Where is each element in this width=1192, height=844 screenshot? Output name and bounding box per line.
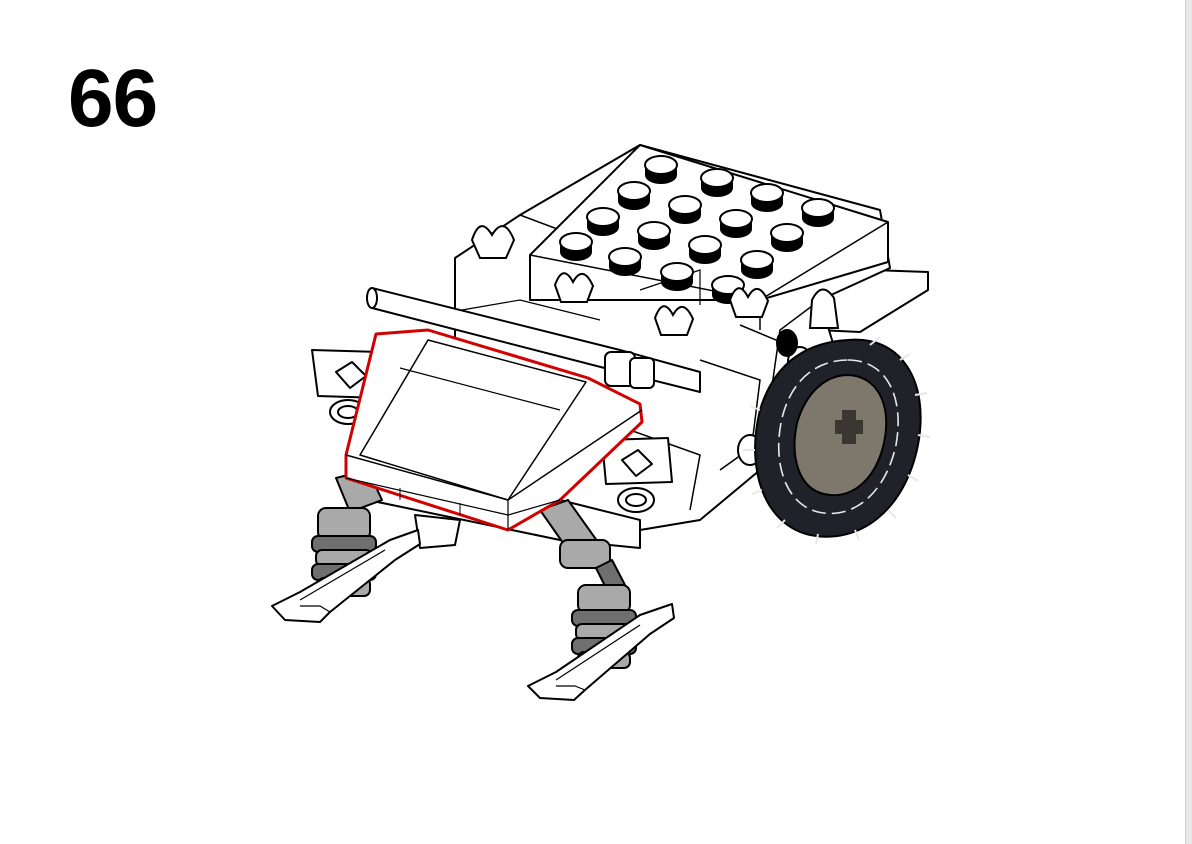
clip-pieces [470,225,840,336]
new-part-wedge-slope [344,328,644,532]
step-number: 66 [68,53,158,144]
track-wheel [743,336,931,545]
left-ski [271,529,421,623]
top-brick [529,144,889,330]
right-bracket [601,437,673,513]
right-ski [527,603,675,701]
page-edge [1185,0,1192,844]
axle-bar [366,287,701,393]
